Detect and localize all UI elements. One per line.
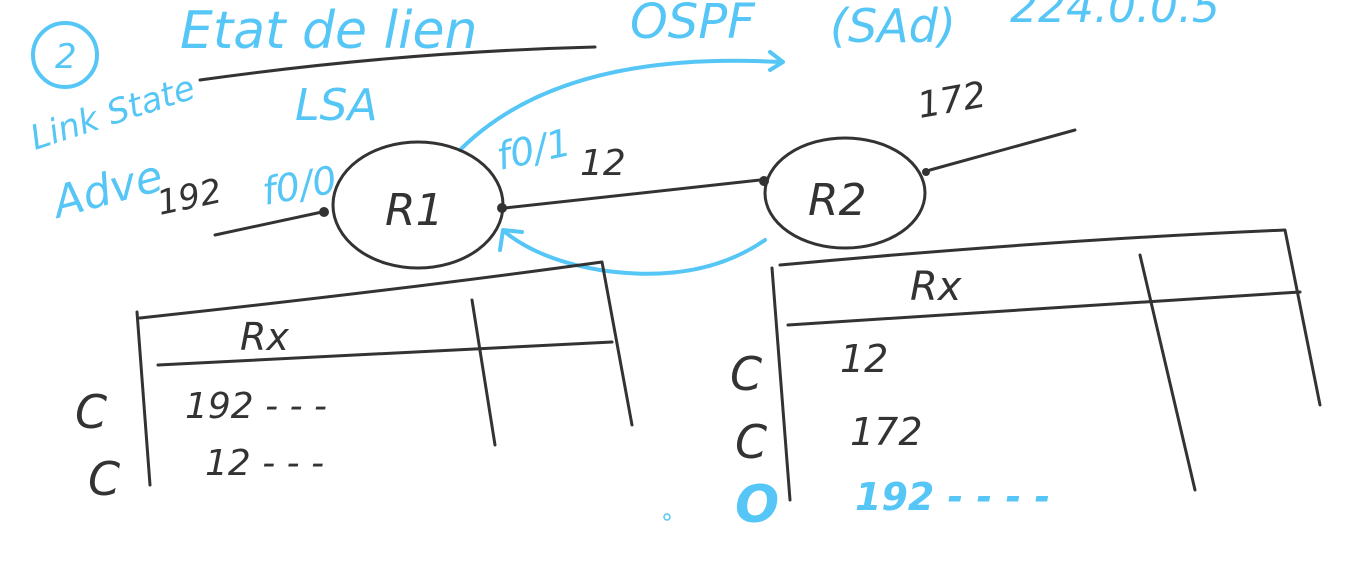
title: Etat de lien <box>180 1 477 61</box>
lsa-note: LSA <box>295 80 378 131</box>
protocol: OSPF <box>630 0 756 50</box>
r1-left-port <box>319 207 329 217</box>
table-left <box>135 310 152 487</box>
table-divider <box>470 298 497 447</box>
pen-cursor <box>663 513 671 521</box>
router-r2[interactable] <box>763 136 927 250</box>
table-left <box>770 266 792 502</box>
r1-row-type: C <box>88 452 120 506</box>
r2-row-type-ospf: O <box>735 475 779 535</box>
arrow-head <box>768 50 785 72</box>
step-circle <box>31 21 99 89</box>
link-192 <box>213 210 324 237</box>
title-underline <box>198 45 597 82</box>
lsa-return-arrow <box>503 230 767 276</box>
table-header-line <box>156 340 614 367</box>
r1-label: R1 <box>385 185 444 236</box>
step-number: 2 <box>55 37 77 77</box>
link-state-note: Link State <box>25 68 199 159</box>
r1-row-type: C <box>75 385 107 439</box>
table-divider <box>1138 253 1197 492</box>
r2-row-type: C <box>735 415 767 469</box>
r2-row-network-ospf: 192 - - - - <box>855 475 1050 519</box>
r2-row-network: 12 <box>840 337 888 381</box>
multicast-address: 224.0.0.5 <box>1010 0 1220 33</box>
r2-table-header: Rx <box>910 264 962 310</box>
r1-row-network: 12 - - - <box>205 443 324 484</box>
abbrev: (SAd) <box>830 0 956 53</box>
r1-table-header: Rx <box>240 315 289 359</box>
return-arrow-head <box>498 228 524 252</box>
link-12 <box>503 178 762 210</box>
r2-row-network: 172 <box>850 410 923 454</box>
net-12-label: 12 <box>580 143 626 184</box>
network-topology: R1 192 f0/0 f0/1 12 R2 172 <box>154 75 1077 276</box>
table-top <box>138 260 634 427</box>
r2-right-port <box>922 168 930 176</box>
table-top <box>778 228 1322 407</box>
r1-right-port <box>497 203 507 213</box>
lsa-arrow <box>458 58 782 152</box>
r2-row-type: C <box>730 347 762 401</box>
f00-label: f0/0 <box>259 158 340 214</box>
link-172 <box>928 128 1077 172</box>
r1-routing-table: Rx C 192 - - - C 12 - - - <box>75 260 634 506</box>
f01-label: f0/1 <box>493 120 575 179</box>
r2-label: R2 <box>808 175 867 226</box>
r1-row-network: 192 - - - <box>185 386 327 427</box>
table-header-line <box>786 290 1302 327</box>
header: 2 Etat de lien OSPF (SAd) 224.0.0.5 <box>31 0 1220 89</box>
adve-note: Adve <box>45 151 168 230</box>
net-172-label: 172 <box>914 75 989 127</box>
net-192-label: 192 <box>154 171 226 224</box>
r2-routing-table: Rx C 12 C 172 O 192 - - - - <box>730 228 1322 535</box>
